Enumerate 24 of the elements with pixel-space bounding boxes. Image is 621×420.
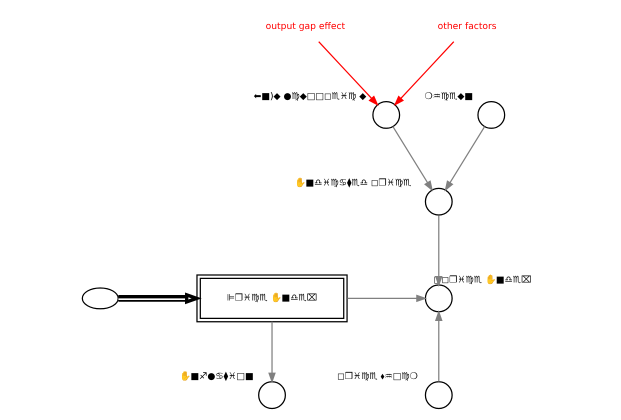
node-circle (424, 188, 452, 216)
node-label: ✋■♎♓♍♋⧫♏♎ ◻❒♓♍♏ (294, 178, 411, 189)
node-label: ✋■♐●♋⧫♓□■ (179, 371, 254, 382)
node-box: ⊫❒♓♍♏ ✋■♎♏⌧ (196, 274, 348, 322)
arrow (434, 310, 442, 382)
arrow (444, 126, 485, 192)
node-circle (424, 381, 452, 410)
arrow (434, 215, 442, 287)
arrow (392, 126, 432, 192)
node-circle (258, 381, 286, 410)
arrow (393, 41, 454, 106)
arrow (318, 41, 378, 106)
node-cloud (81, 287, 118, 310)
node-circle (476, 100, 505, 129)
node-text: output gap effect (265, 20, 345, 32)
node-circle (424, 284, 452, 312)
arrow (346, 294, 427, 302)
node-text: other factors (437, 20, 496, 32)
node-label: ⬅■)◆ ●♍◆□□◻♏♓♍ ◆ (253, 90, 366, 102)
arrow (118, 292, 202, 304)
node-label: ❍♒♍♏◆■ (424, 90, 473, 102)
node-label: ◻❒♓♍♏ ⬧♒□♍❍ (336, 371, 418, 382)
node-circle (372, 100, 400, 129)
arrow (268, 322, 276, 384)
